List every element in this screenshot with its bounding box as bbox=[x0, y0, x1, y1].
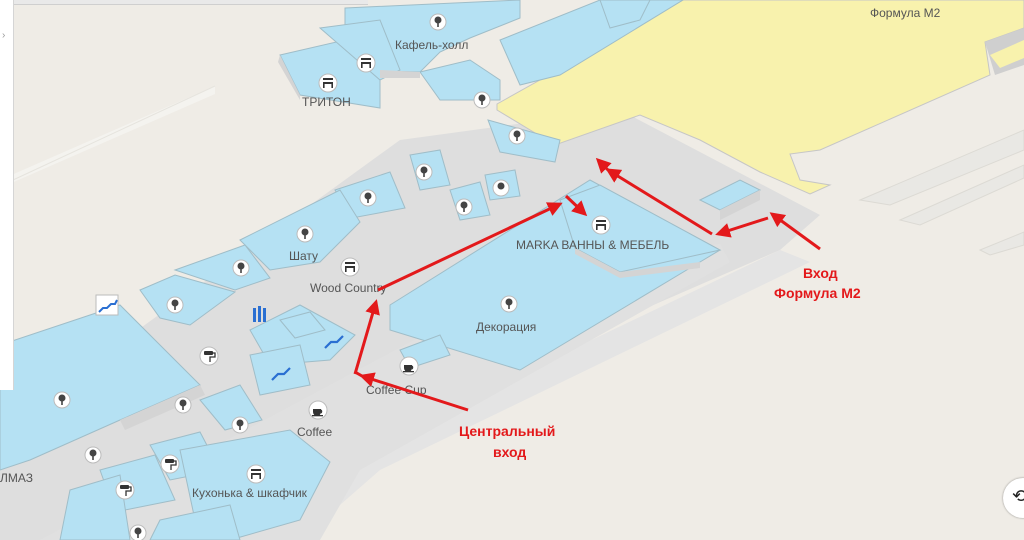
store-label-coffeecup[interactable]: Coffee Cup bbox=[366, 383, 427, 397]
store-label-formula[interactable]: Формула М2 bbox=[870, 6, 941, 20]
store-label-almaz[interactable]: ЛМАЗ bbox=[0, 471, 33, 485]
top-bar bbox=[13, 0, 368, 5]
pin-icon[interactable] bbox=[492, 179, 510, 197]
store-label-triton[interactable]: ТРИТОН bbox=[302, 95, 351, 109]
left-control-strip[interactable]: › bbox=[0, 0, 14, 390]
store-label-kuhonka[interactable]: Кухонька & шкафчик bbox=[192, 486, 308, 500]
entrance-m2-label-1: Вход bbox=[803, 265, 838, 281]
chevron-right-icon[interactable]: › bbox=[2, 30, 6, 41]
store-label-wood[interactable]: Wood Country bbox=[310, 281, 386, 295]
compass-icon[interactable]: ⟲ bbox=[1003, 478, 1024, 518]
elevator-icon bbox=[253, 306, 266, 322]
stairs-icon bbox=[98, 299, 118, 313]
store-label-dekor[interactable]: Декорация bbox=[476, 320, 536, 334]
store-label-marka[interactable]: MARKA ВАННЫ & МЕБЕЛЬ bbox=[516, 238, 669, 252]
store-label-kafel[interactable]: Кафель-холл bbox=[395, 38, 468, 52]
central-entrance-label-2: вход bbox=[493, 444, 526, 460]
compass-glyph: ⟲ bbox=[1012, 486, 1024, 506]
store-label-coffee[interactable]: Coffee bbox=[297, 425, 332, 439]
store-label-shatu[interactable]: Шату bbox=[289, 249, 318, 263]
entrance-m2-label-2: Формула М2 bbox=[774, 285, 861, 301]
escalator-icon bbox=[271, 335, 344, 381]
central-entrance-label-1: Центральный bbox=[459, 423, 555, 439]
route-arrows bbox=[353, 157, 821, 412]
